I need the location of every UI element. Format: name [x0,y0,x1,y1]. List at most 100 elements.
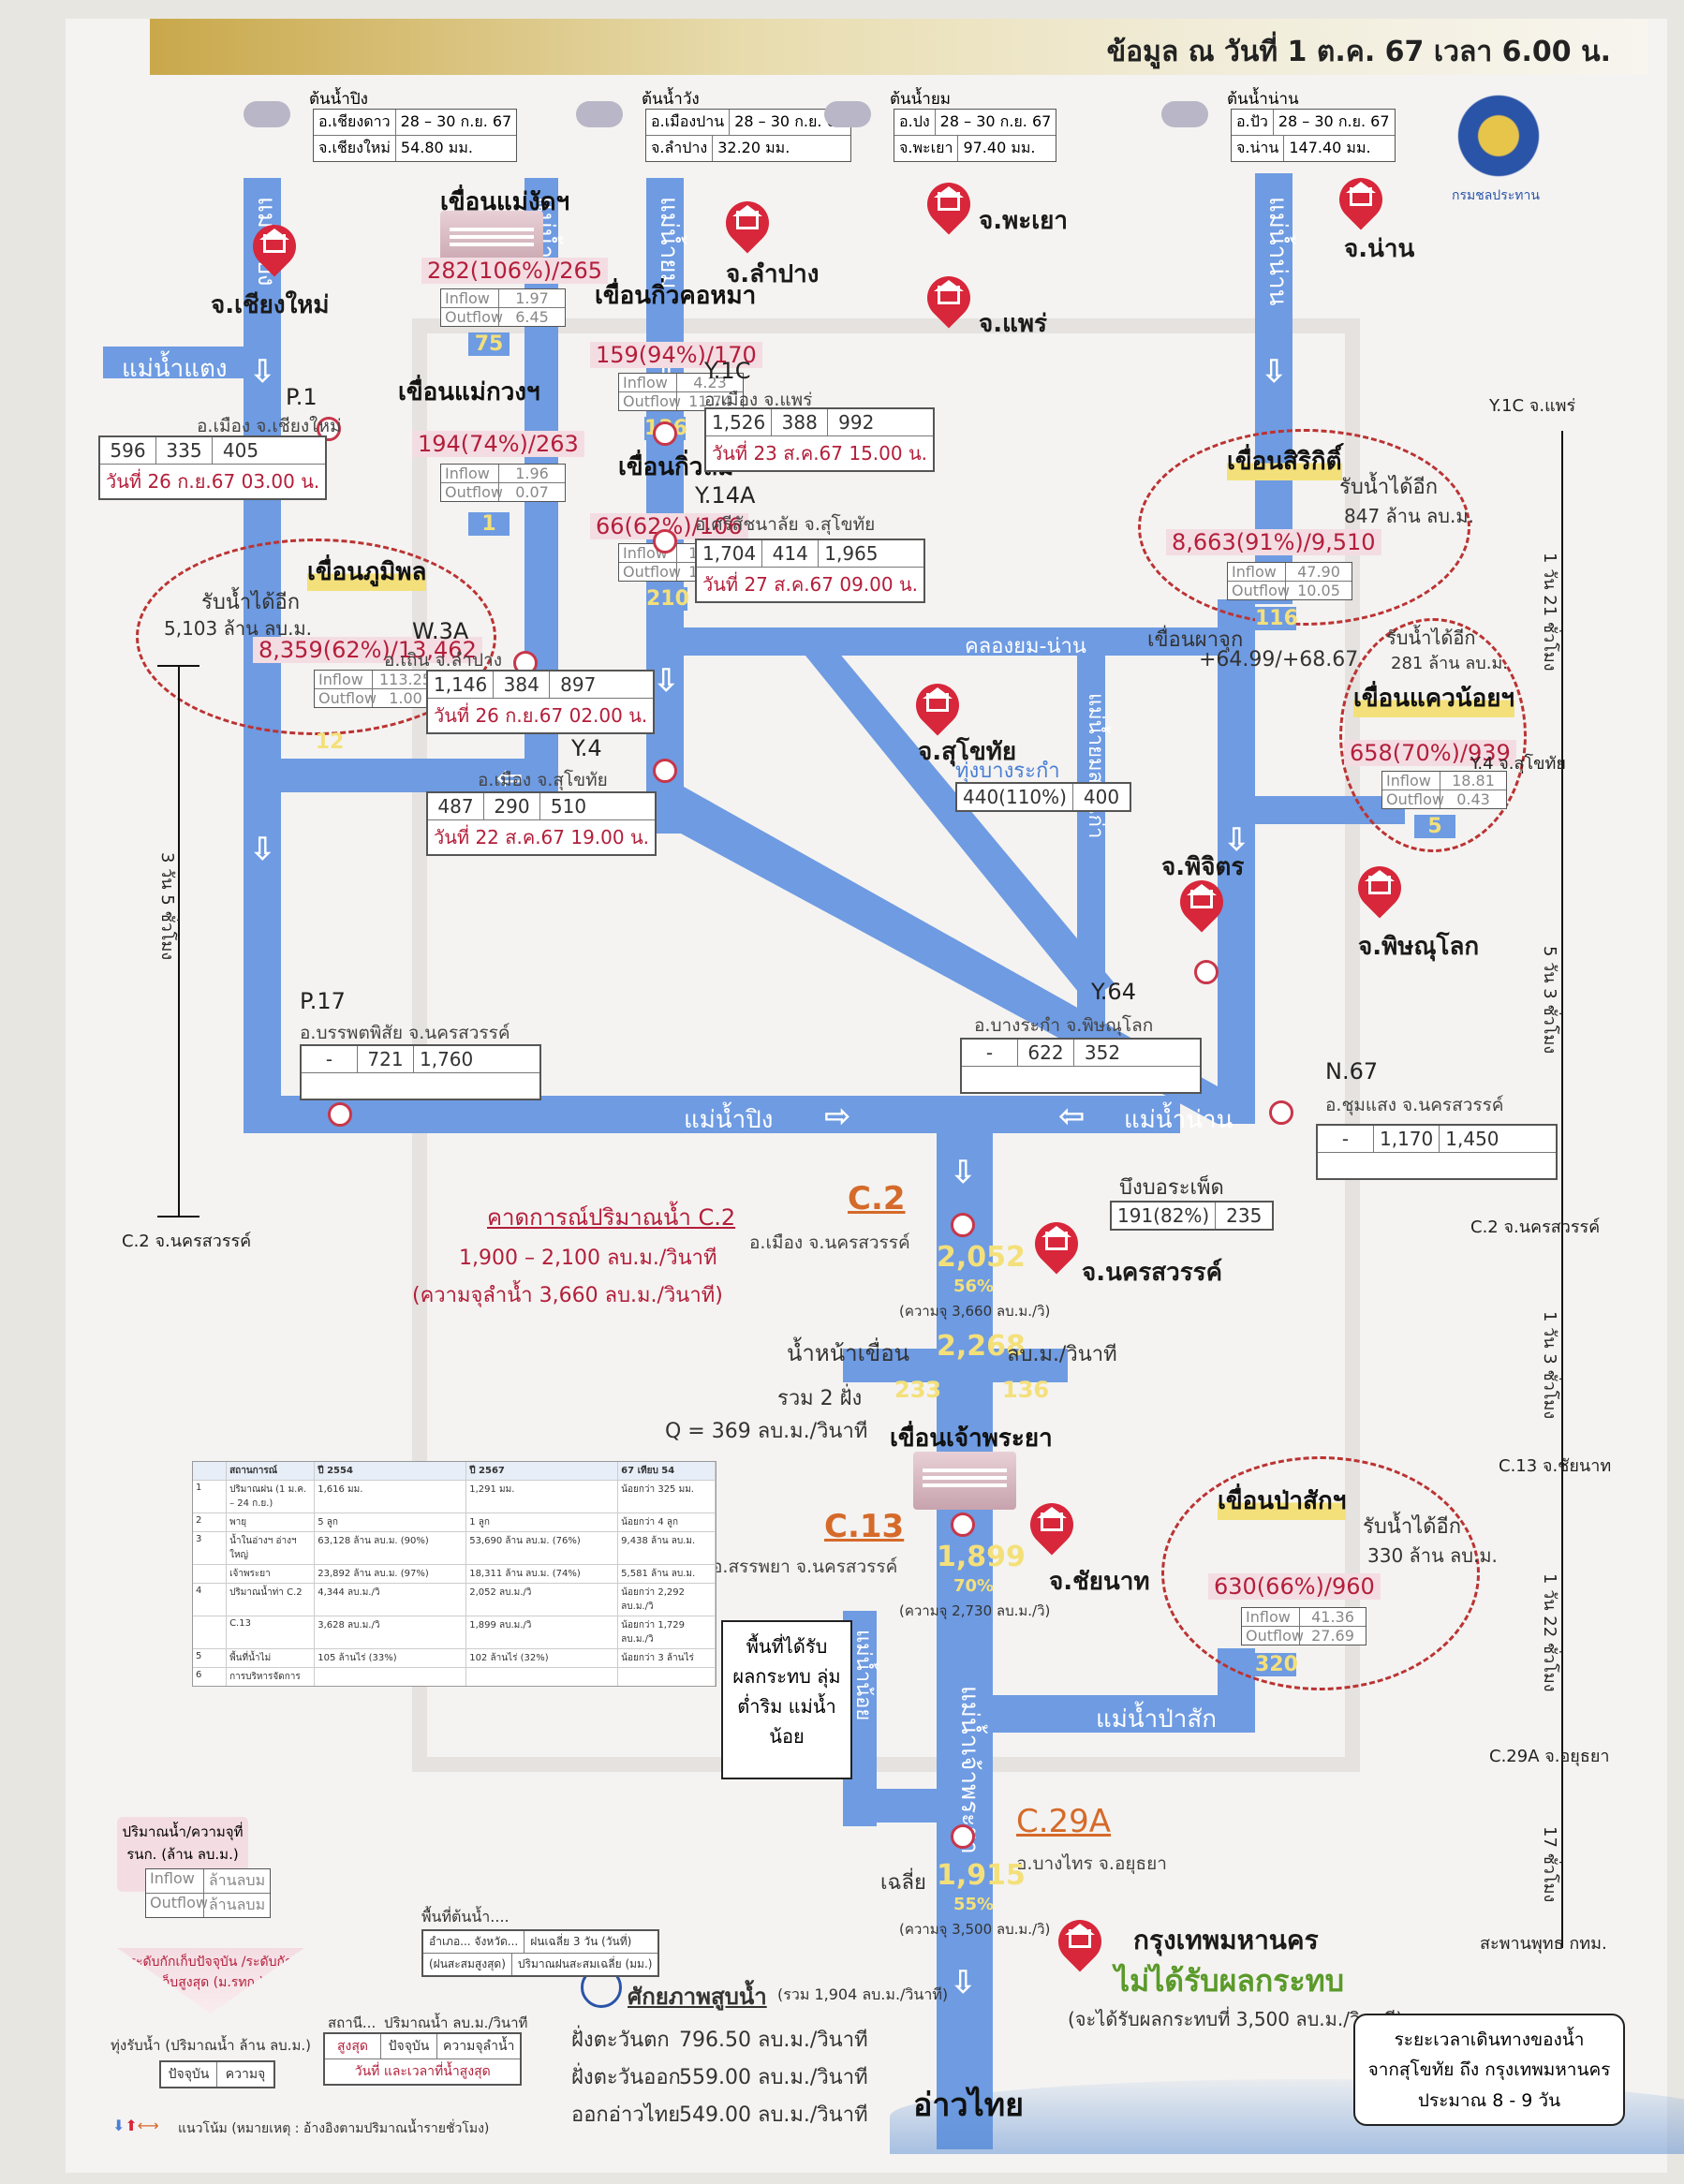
legend-trend: แนวโน้ม (หมายเหตุ : อ้างอิงตามปริมาณน้ำร… [178,2121,490,2136]
comparison-cell: 1 [193,1481,228,1513]
scale-y1c: Y.1C จ.แพร่ [1489,396,1576,416]
channel-capacity: 1,965 [824,542,879,565]
peak-date: วันที่ 22 ส.ค.67 19.00 น. [428,819,655,854]
channel-capacity: 897 [560,673,597,696]
rain-amount: 147.40 มม. [1289,139,1371,156]
comparison-cell: 3,628 ลบ.ม./วิ [315,1616,467,1648]
station-marker [653,421,677,446]
comparison-cell: C.13 [227,1616,316,1648]
rain-title: ต้นน้ำวัง [642,90,700,109]
outflow-label: Outflow [441,483,503,501]
tung-bangrakam-label: ทุ่งบางระกำ [955,760,1060,783]
potential-gulf-value: 549.00 ลบ.ม./วินาที [679,2103,868,2127]
comparison-cell: น้ำในอ่างฯ อ่างฯใหญ่ [227,1532,316,1564]
river-noi-join [843,1789,955,1822]
comparison-cell: ปริมาณฝน (1 ม.ค. – 24 ก.ย.) [227,1481,316,1513]
river-taeng [103,347,281,378]
rain-amount: 32.20 มม. [717,139,790,156]
outflow-value: 27.69 [1311,1627,1354,1645]
province-nan: จ.น่าน [1344,235,1415,263]
max-capacity: - [962,1040,1018,1066]
comparison-cell: น้อยกว่า 1,729 ลบ.ม./วิ [618,1616,716,1648]
forecast-cap: (ความจุลำน้ำ 3,660 ลบ.ม./วินาที) [412,1284,723,1307]
dam-pasak-highlight [1161,1456,1480,1690]
rain-district: อ.ปัว [1232,110,1274,135]
comparison-cell: 102 ล้านไร่ (32%) [466,1649,619,1667]
trend-arrow-icon: ⬇⬆⟷ [112,2117,159,2134]
station-c2-pct: 56% [953,1276,995,1296]
legend-tung-table: ปัจจุบันความจุ [159,2060,275,2088]
comparison-cell [193,1565,228,1583]
dam-khwaenoi-highlight [1339,618,1527,852]
comparison-cell: 1,899 ลบ.ม./วิ [466,1616,619,1648]
dam-khwaenoi-name: เขื่อนแควน้อยฯ [1353,679,1515,717]
legend-tung-label: ทุ่งรับน้ำ (ปริมาณน้ำ ล้าน ลบ.ม.) [111,2037,311,2054]
location-pin-icon [1349,857,1411,919]
inflow-value: 41.36 [1311,1608,1354,1626]
rain-cloud-icon [824,101,871,127]
right-bank-value: 136 [1002,1377,1050,1403]
comparison-cell: 1,291 มม. [466,1481,619,1513]
inflow-value: 1.97 [515,289,549,307]
flow-arrow-left-icon: ⇦ [1058,1098,1086,1135]
comparison-cell [466,1668,619,1686]
outflow-label: Outflow [619,392,681,410]
capacity-value: 235 [1226,1204,1263,1227]
rain-province: จ.น่าน [1232,136,1285,161]
station-y14a-loc: อ.ศรีสัชนาลัย จ.สุโขทัย [695,514,876,535]
dam-sirikit-value: 8,663(91%)/9,510 [1166,529,1381,555]
peak-date: วันที่ 26 ก.ย.67 02.00 น. [428,698,654,732]
current-value: 1,170 [1374,1126,1440,1152]
dam-maekuang-name: เขื่อนแม่กวงฯ [398,378,540,406]
channel-capacity: 405 [222,439,259,462]
location-pin-icon [1021,1494,1083,1556]
rain-legend-avg: ฝนเฉลี่ย 3 วัน (วันที่) [530,1935,632,1948]
current-value: 384 [494,671,551,698]
current-value: 721 [358,1046,414,1072]
comparison-cell: 6 [193,1668,228,1686]
comparison-cell: 3 [193,1532,228,1564]
peak-date: วันที่ 26 ก.ย.67 03.00 น. [100,464,326,498]
canal-yom-nan [646,627,1255,656]
station-n67-id: N.67 [1325,1058,1379,1085]
outflow-label: Outflow [146,1894,208,1917]
comparison-cell: สถานการณ์ [227,1462,316,1480]
river-chao-phraya [937,1129,993,2149]
potential-gulf-label: ออกอ่าวไทย [571,2103,681,2127]
rain-cloud-icon [244,101,290,127]
rain-district: อ.เชียงดาว [314,110,396,135]
station-y4-id: Y.4 [571,735,602,761]
comparison-cell: น้อยกว่า 325 มม. [618,1481,716,1513]
flow-arrow-icon: ⇩ [249,353,276,391]
peak-date: วันที่ 23 ส.ค.67 15.00 น. [706,435,933,470]
dam-kiwlom-out: 210 [646,587,689,611]
comparison-cell: 67 เทียบ 54 [618,1462,716,1480]
comparison-cell: 4 [193,1584,228,1616]
station-y14a-id: Y.14A [695,482,756,509]
current-label: ปัจจุบัน [161,2062,217,2087]
unit-label: ล้านลบม [208,1896,266,1913]
scale-c2: C.2 จ.นครสวรรค์ [1470,1217,1601,1237]
channel-capacity: 510 [550,795,587,818]
scale-duration-left: 3 วัน 5 ชั่วโมง [157,852,177,961]
rain-dates: 28 – 30 ก.ย. 67 [939,112,1052,130]
station-c29a-avg: เฉลี่ย [880,1871,926,1895]
station-c13-pct: 70% [953,1576,995,1596]
river-label-nan: แม่น้ำน่าน [1263,197,1292,306]
current-value: 622 [1018,1040,1074,1066]
legend-volume: ปริมาณน้ำ/ความจุที่ รนก. (ล้าน ลบ.ม.) [117,1817,248,1892]
rain-dates: 28 – 30 ก.ย. 67 [734,112,846,130]
legend-rain-table: อำเภอ... จังหวัด...ฝนเฉลี่ย 3 วัน (วันที… [421,1929,660,1977]
comparison-cell [193,1462,228,1480]
river-label-yom-old: แม่น้ำยมสายเก่า [1084,693,1107,839]
outflow-label: Outflow [1242,1627,1304,1645]
scale-duration-5: 17 ชั่วโมง [1540,1826,1559,1903]
